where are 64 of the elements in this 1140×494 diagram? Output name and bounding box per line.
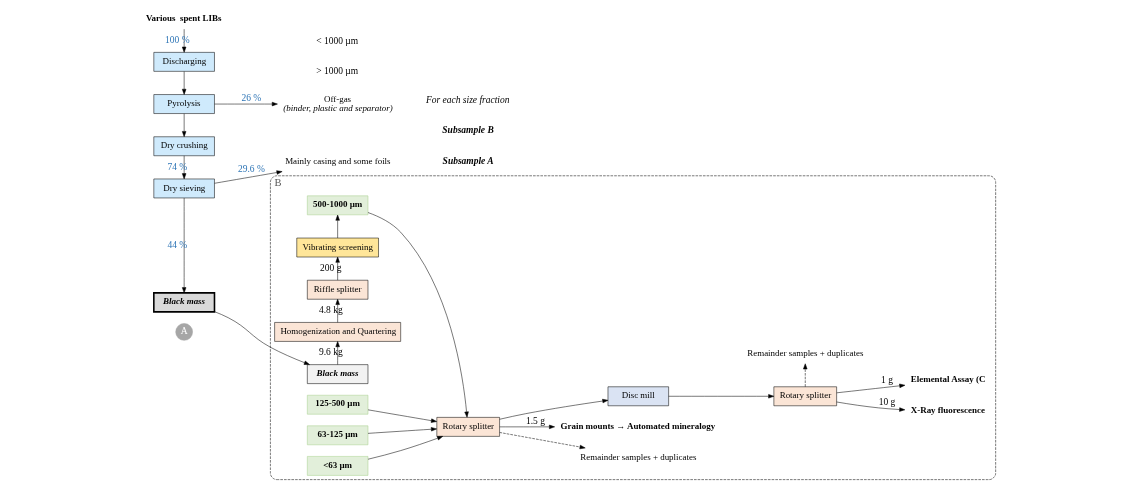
arrow [499,424,555,429]
edge-label: 1.5 g [525,415,545,426]
arrow [335,214,340,239]
arrow [214,101,278,107]
arrow [367,436,443,460]
arrow [214,311,310,365]
edge-label: 29.6 % [237,164,265,175]
arrow [335,256,340,281]
arrow [182,155,187,180]
node-box: Riffle splitter [307,279,369,300]
node-text: Remainder samples + duplicates [747,348,864,359]
node-text: Mainly casing and some foils [285,156,391,167]
arrow [803,363,808,387]
edge-label: 200 g [320,262,342,273]
arrow [182,28,187,53]
node-box: Black mass [307,364,369,384]
node-text: Off-gas (binder, plastic and separator) [283,93,393,113]
node-box: Black mass [153,292,216,313]
node-box: Pyrolysis [153,94,215,114]
node-box: Dry crushing [153,136,215,156]
arrow [668,394,775,399]
arrow [499,398,609,420]
label: Subsample A [442,155,494,166]
arrow [836,401,906,412]
arrow [836,383,906,394]
edge-label: 44 % [167,239,188,250]
edge-label: 10 g [878,396,896,407]
node-box: Dry sieving [153,178,215,199]
node-box: 63-125 µm [307,425,369,446]
arrow [499,432,586,450]
node-box: 500-1000 µm [307,195,369,216]
arrow [367,427,437,434]
node-text: Remainder samples + duplicates [580,451,697,462]
arrow [182,113,187,137]
edge-label: 1 g [881,375,893,386]
arrow [182,197,187,294]
node-circle: A [175,323,193,341]
arrow [182,71,187,95]
node-text: Elemental Assay (C [910,374,986,385]
node-box: Discharging [153,52,215,72]
edge-label: 4.8 kg [318,305,343,316]
node-text: Grain mounts → Automated mineralogy [560,420,716,431]
edge-label: 26 % [241,93,262,104]
arrow [367,212,469,418]
node-box: Rotary splitter [773,386,837,407]
arrow [335,341,340,365]
node-text: Various spent LIBs [145,13,222,24]
label: < 1000 µm [316,35,359,46]
node-box: Homogenization and Quartering [274,322,401,342]
label: For each size fraction [426,94,510,105]
arrow [367,409,437,423]
node-box: Vibrating screening [296,237,379,258]
label: > 1000 µm [316,66,359,77]
arrow [214,170,283,184]
edge-label: 9.6 kg [318,347,343,358]
arrow [335,299,340,323]
label: Subsample B [442,125,494,136]
edge-label: 100 % [165,35,190,46]
node-text: X-Ray fluorescence [910,404,985,415]
node-box: Disc mill [607,386,669,407]
node-box: <63 µm [307,456,369,476]
node-box: Rotary splitter [436,417,500,437]
edge-label: 74 % [167,161,188,172]
node-box: 125-500 µm [307,394,369,415]
